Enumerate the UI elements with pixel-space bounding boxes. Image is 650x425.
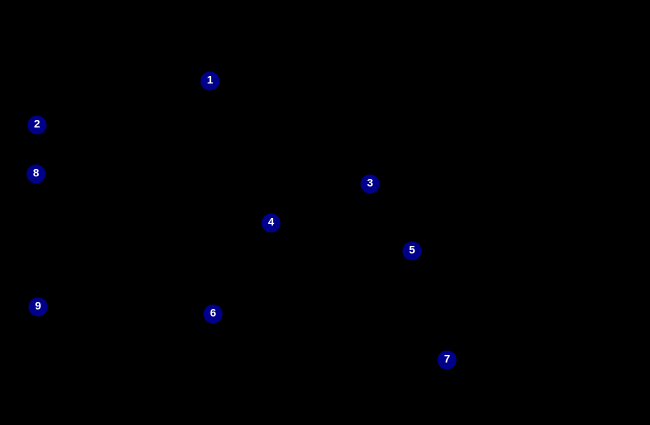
som-marker-badge-5[interactable]: 5	[402, 241, 422, 261]
som-marker-badge-3[interactable]: 3	[360, 174, 380, 194]
som-marker-badge-6[interactable]: 6	[203, 304, 223, 324]
som-marker-badge-4[interactable]: 4	[261, 213, 281, 233]
som-marker-badge-1[interactable]: 1	[200, 71, 220, 91]
som-marker-badge-2[interactable]: 2	[27, 115, 47, 135]
som-marker-badge-8[interactable]: 8	[26, 164, 46, 184]
som-marker-badge-9[interactable]: 9	[28, 297, 48, 317]
som-marker-badge-7[interactable]: 7	[437, 350, 457, 370]
